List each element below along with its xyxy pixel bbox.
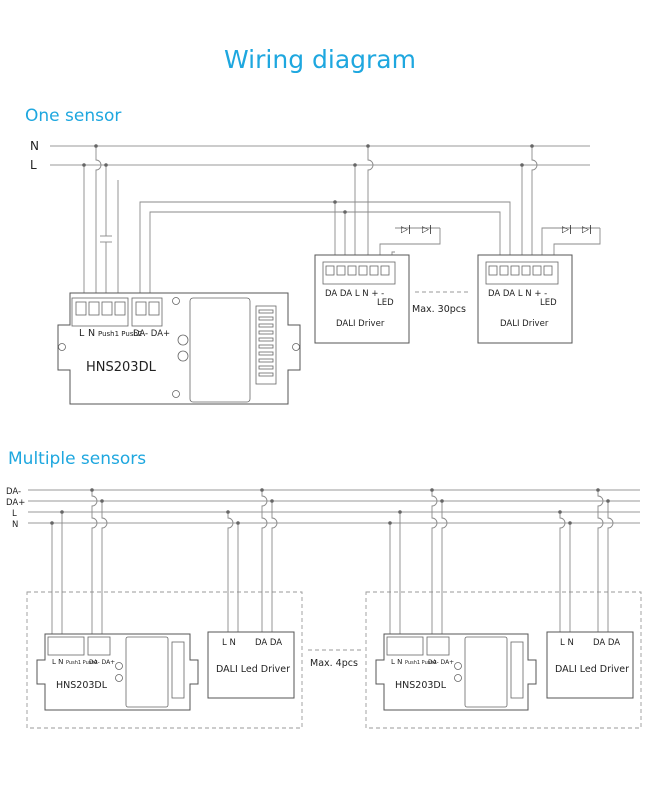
bus-label-l: L: [12, 509, 17, 519]
bus-label-n: N: [12, 520, 18, 530]
driver2-wires: ▷| ▷|: [520, 144, 601, 262]
g2-terminal-push: Push1 Push2: [405, 660, 437, 666]
terminal-l: L: [79, 328, 85, 339]
g1-driver-ln: L N: [222, 638, 236, 648]
g1-driver-label: DALI Led Driver: [216, 664, 290, 675]
driver2-terminals: DA DA L N + -: [488, 289, 547, 299]
driver2-label: DALI Driver: [500, 319, 549, 329]
g2-driver-label: DALI Led Driver: [555, 664, 629, 675]
bus-label-l: L: [30, 158, 37, 172]
g2-sensor-model: HNS203DL: [395, 680, 447, 691]
g2-terminal-dali: DA- DA+: [428, 659, 454, 666]
g1-terminal-dali: DA- DA+: [89, 659, 115, 666]
group1-sensor: L N Push1 Push2 DA- DA+ HNS203DL: [36, 633, 199, 711]
g1-terminal-push: Push1 Push2: [66, 660, 98, 666]
group2-driver: L N DA DA DALI Led Driver: [546, 631, 634, 699]
group1-wires: [50, 488, 278, 640]
dip-switches: [258, 309, 274, 377]
g1-sensor-model: HNS203DL: [56, 680, 108, 691]
svg-text:▷|: ▷|: [401, 225, 411, 235]
g2-driver-da: DA DA: [593, 638, 620, 648]
g1-terminal-ln: L N: [52, 658, 63, 666]
diagram-title: Wiring diagram: [224, 45, 416, 74]
terminal-dali: DA- DA+: [133, 329, 170, 339]
driver1-label: DALI Driver: [336, 319, 385, 329]
g1-driver-da: DA DA: [255, 638, 282, 648]
multiple-sensors-diagram: DA- DA+ L N L N: [6, 487, 642, 729]
driver1-led-label: LED: [377, 298, 394, 308]
bus-label-da-plus: DA+: [6, 498, 25, 508]
group-2: L N Push1 Push2 DA- DA+ HNS203DL L N DA …: [365, 488, 642, 729]
one-sensor-diagram: N L: [30, 139, 601, 405]
g2-terminal-ln: L N: [391, 658, 402, 666]
driver2-led-label: LED: [540, 298, 557, 308]
terminal-push: Push1 Push2: [98, 330, 142, 338]
svg-text:▷|: ▷|: [562, 225, 572, 235]
terminal-n: N: [88, 328, 95, 339]
max-sensors-label: Max. 4pcs: [310, 658, 358, 669]
driver1-terminals: DA DA L N + -: [325, 289, 384, 299]
sensor-wires: [82, 144, 511, 295]
dali-driver-1: DA DA L N + - LED DALI Driver: [314, 254, 410, 344]
bus-label-da-minus: DA-: [6, 487, 21, 497]
group2-wires: [388, 488, 614, 640]
group1-driver: L N DA DA DALI Led Driver: [207, 631, 295, 699]
group-1: L N Push1 Push2 DA- DA+ HNS203DL L N DA …: [26, 488, 303, 729]
driver1-wires: ▷| ▷|: [333, 144, 441, 262]
svg-text:▷|: ▷|: [422, 225, 432, 235]
section-one-sensor: One sensor: [25, 106, 121, 126]
g2-driver-ln: L N: [560, 638, 574, 648]
sensor-hns203dl: L N Push1 Push2 DA- DA+ HNS203DL: [57, 292, 301, 405]
max-drivers-label: Max. 30pcs: [412, 304, 466, 315]
group2-sensor: L N Push1 Push2 DA- DA+ HNS203DL: [375, 633, 537, 711]
section-multiple-sensors: Multiple sensors: [8, 449, 146, 469]
sensor-model-label: HNS203DL: [86, 360, 157, 375]
bus-label-n: N: [30, 139, 39, 153]
dali-driver-2: DA DA L N + - LED DALI Driver: [477, 254, 573, 344]
svg-text:▷|: ▷|: [582, 225, 592, 235]
